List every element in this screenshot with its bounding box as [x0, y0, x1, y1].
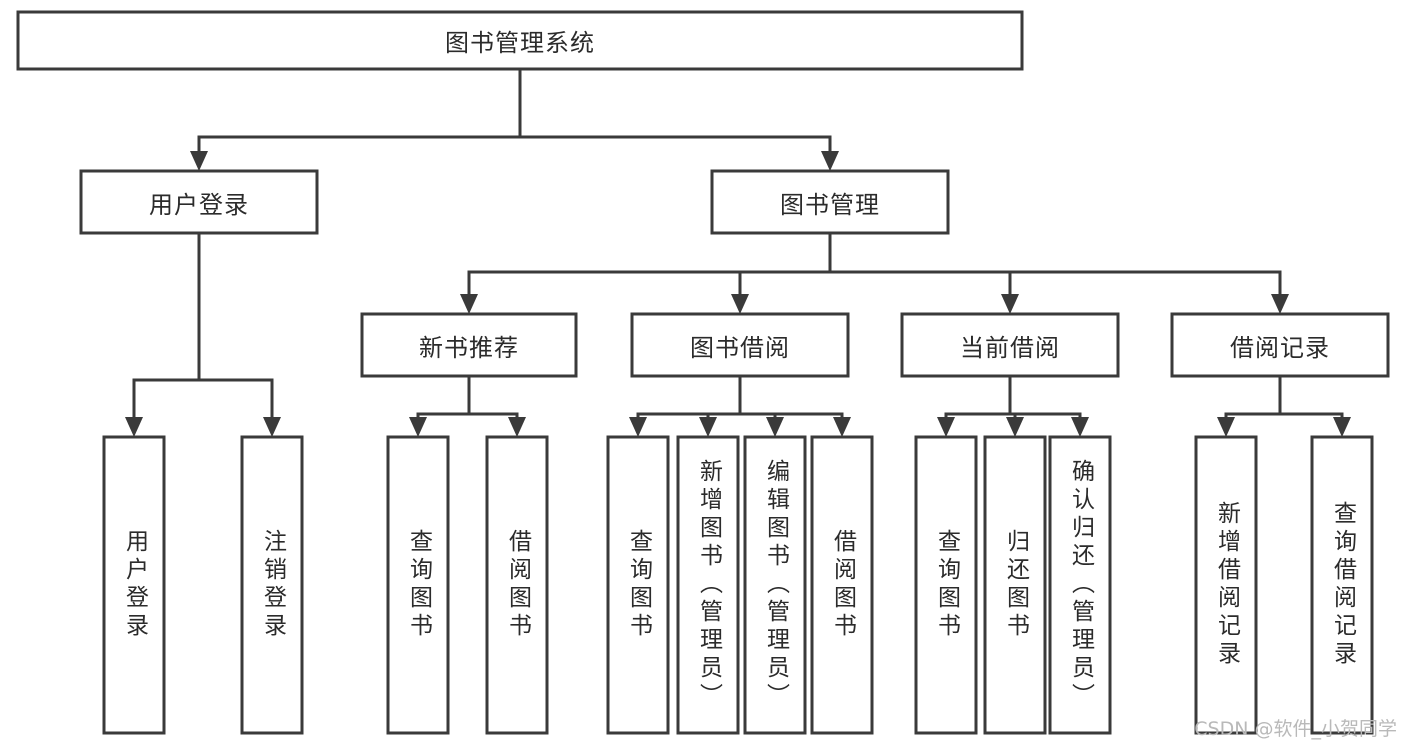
- arrow-head-user-login-1: [263, 417, 281, 437]
- arrow-head-user-login-0: [125, 417, 143, 437]
- node-box-leaf-edit-book[interactable]: [743, 435, 807, 735]
- node-box-leaf-return-book[interactable]: [983, 435, 1047, 735]
- node-box-leaf-user-login[interactable]: [102, 435, 166, 735]
- arrow-head-book-manage-1: [731, 294, 749, 314]
- arrow-head-book-borrow-0: [629, 417, 647, 437]
- node-box-new-book-recommend[interactable]: [360, 312, 578, 378]
- node-box-leaf-borrow-book[interactable]: [810, 435, 874, 735]
- arrow-head-root-0: [190, 151, 208, 171]
- arrow-head-current-borrow-2: [1071, 417, 1089, 437]
- arrow-head-book-manage-2: [1001, 294, 1019, 314]
- arrow-head-new-book-recommend-0: [409, 417, 427, 437]
- node-box-book-borrow[interactable]: [630, 312, 850, 378]
- node-box-leaf-add-borrow-record[interactable]: [1194, 435, 1258, 735]
- arrow-head-book-borrow-1: [699, 417, 717, 437]
- node-box-layer: [16, 10, 1390, 735]
- arrow-head-root-1: [821, 151, 839, 171]
- node-box-current-borrow[interactable]: [900, 312, 1120, 378]
- arrow-head-book-manage-0: [460, 294, 478, 314]
- node-box-root[interactable]: [16, 10, 1024, 71]
- node-box-leaf-confirm-return[interactable]: [1048, 435, 1112, 735]
- connector-layer: [125, 67, 1351, 437]
- arrow-head-new-book-recommend-1: [508, 417, 526, 437]
- arrow-head-borrow-record-1: [1333, 417, 1351, 437]
- node-box-user-login[interactable]: [79, 169, 319, 235]
- node-box-leaf-query-book-cur[interactable]: [914, 435, 978, 735]
- node-box-borrow-record[interactable]: [1170, 312, 1390, 378]
- node-box-leaf-query-book-rec[interactable]: [386, 435, 450, 735]
- arrow-head-book-manage-3: [1271, 294, 1289, 314]
- node-box-leaf-logout[interactable]: [240, 435, 304, 735]
- arrow-head-borrow-record-0: [1217, 417, 1235, 437]
- arrow-head-current-borrow-1: [1006, 417, 1024, 437]
- arrow-head-current-borrow-0: [937, 417, 955, 437]
- node-box-leaf-query-book-borrow[interactable]: [606, 435, 670, 735]
- arrow-head-book-borrow-2: [766, 417, 784, 437]
- node-box-leaf-add-book[interactable]: [676, 435, 740, 735]
- node-box-leaf-borrow-book-rec[interactable]: [485, 435, 549, 735]
- node-box-leaf-query-borrow-record[interactable]: [1310, 435, 1374, 735]
- arrow-head-book-borrow-3: [833, 417, 851, 437]
- node-box-book-manage[interactable]: [710, 169, 950, 235]
